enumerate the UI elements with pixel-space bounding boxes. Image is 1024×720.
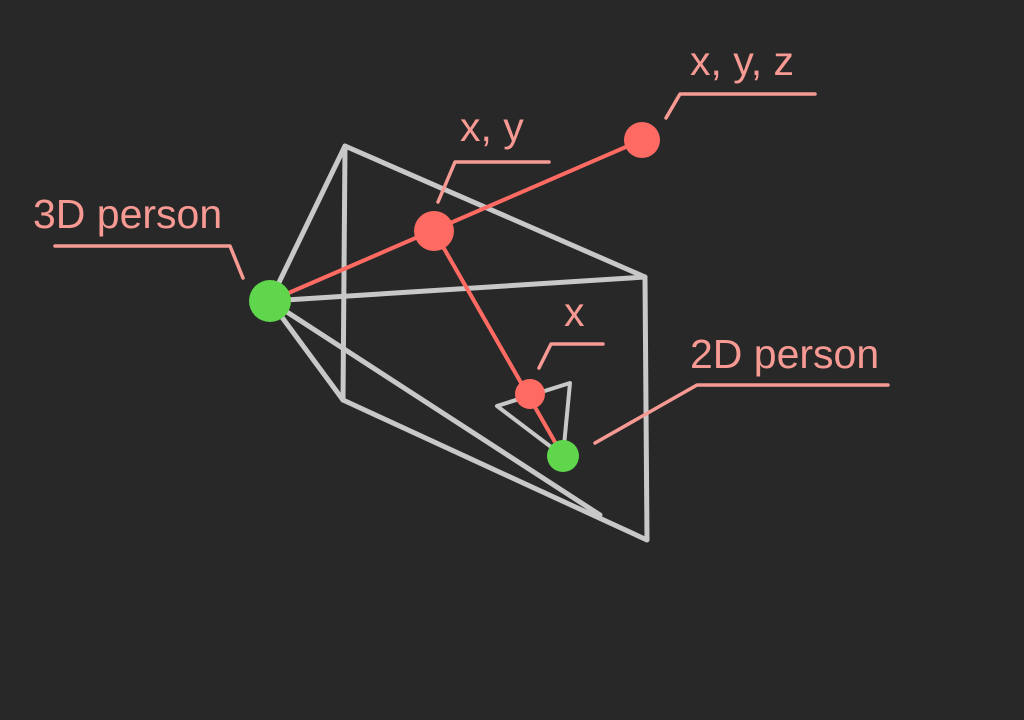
- label-coord-xy: x, y: [460, 104, 524, 150]
- point-x: [515, 379, 545, 409]
- ray-3d-person-to-xyz: [268, 138, 644, 303]
- label-3d-person: 3D person: [33, 191, 222, 237]
- frustum-edge-top: [267, 143, 348, 304]
- leader-xyz: [664, 92, 817, 120]
- label-coord-xyz: x, y, z: [690, 38, 794, 84]
- leader-x: [537, 342, 605, 370]
- point-xyz: [624, 122, 660, 158]
- frustum-edge-bottom: [267, 298, 603, 518]
- leader-lines: [53, 92, 890, 445]
- point-2d-person: [547, 440, 579, 472]
- point-xy: [414, 211, 454, 251]
- label-coord-x: x: [564, 289, 585, 335]
- ray-xy-to-2d-person: [432, 229, 565, 458]
- leader-2d-person: [593, 383, 890, 445]
- label-2d-person: 2D person: [690, 331, 879, 377]
- leader-3d-person: [53, 244, 245, 280]
- point-3d-person: [249, 280, 291, 322]
- frustum-edge-right: [267, 274, 648, 304]
- projection-rays: [268, 138, 644, 458]
- leader-xy: [436, 160, 551, 204]
- near-plane: [340, 143, 650, 543]
